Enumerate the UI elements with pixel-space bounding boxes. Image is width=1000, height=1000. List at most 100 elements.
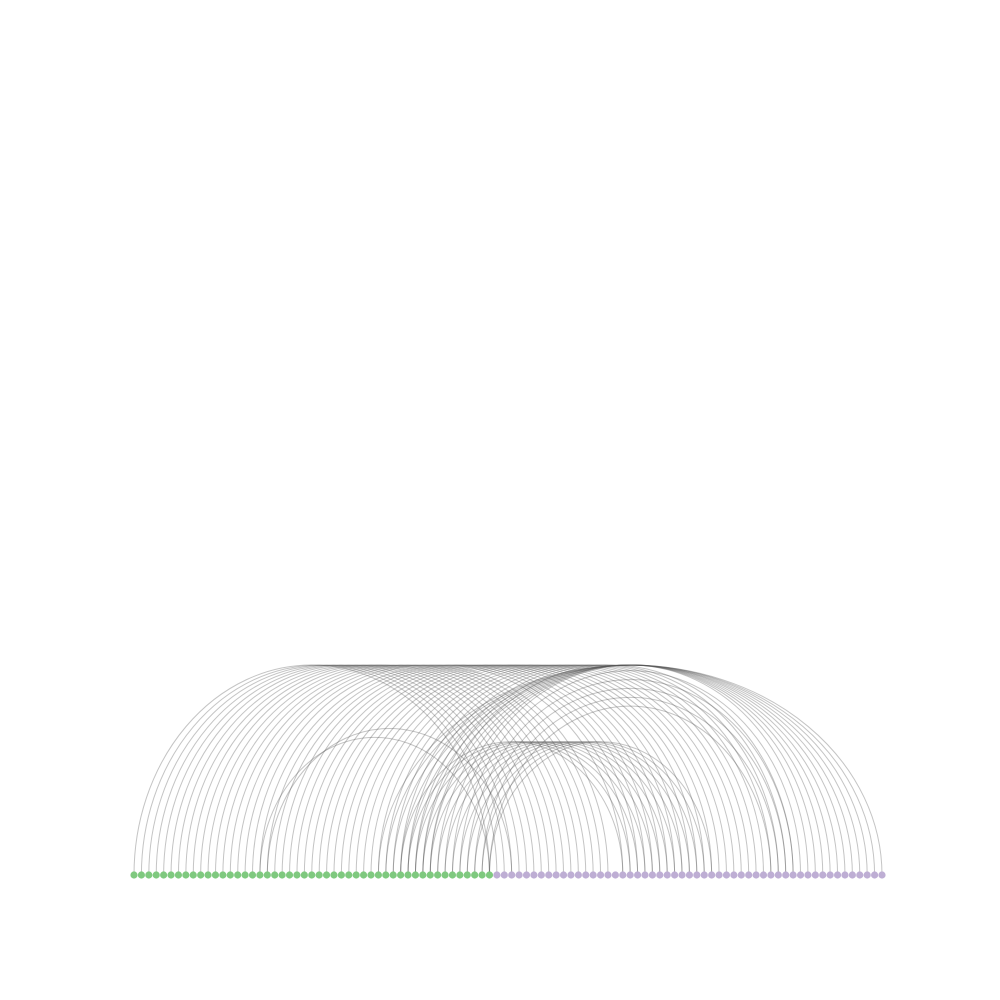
edge-arc-47-77 [481, 741, 705, 876]
node-88 [782, 871, 790, 879]
edge-arc-33-101 [377, 664, 883, 876]
node-11 [211, 871, 220, 879]
edge-arc-18-51 [266, 727, 513, 876]
node-95 [833, 871, 842, 879]
node-1 [137, 871, 146, 879]
node-42 [441, 871, 449, 879]
node-61 [582, 871, 590, 879]
arcs-layer [133, 664, 883, 876]
node-37 [404, 871, 412, 879]
edge-arc-37-67 [407, 741, 631, 876]
node-6 [174, 871, 183, 879]
node-29 [345, 871, 353, 879]
edge-arc-2-50 [148, 665, 505, 876]
node-67 [626, 871, 634, 879]
node-43 [448, 871, 457, 879]
node-85 [759, 871, 768, 879]
node-69 [641, 871, 649, 879]
node-4 [160, 871, 168, 879]
node-54 [530, 871, 538, 879]
node-44 [456, 871, 464, 879]
node-30 [352, 871, 360, 879]
edge-arc-48-78 [488, 741, 713, 876]
node-81 [730, 871, 738, 879]
edge-arc-40-94 [429, 664, 831, 876]
edge-arc-32-81 [370, 665, 735, 876]
node-51 [508, 871, 516, 879]
node-86 [767, 871, 775, 879]
node-93 [819, 871, 827, 879]
node-39 [419, 871, 427, 879]
node-0 [130, 871, 138, 879]
node-97 [848, 871, 856, 879]
node-46 [471, 871, 479, 879]
node-66 [619, 871, 627, 879]
node-8 [189, 871, 197, 879]
edge-arc-42-72 [444, 741, 668, 876]
node-50 [500, 871, 508, 879]
edge-arc-36-66 [400, 741, 624, 876]
edge-arc-45-89 [466, 679, 794, 876]
node-83 [745, 871, 753, 879]
node-31 [359, 871, 368, 879]
node-41 [434, 871, 442, 879]
node-19 [271, 871, 279, 879]
node-2 [145, 871, 153, 879]
edge-arc-46-88 [474, 687, 787, 876]
node-13 [226, 871, 234, 879]
node-59 [567, 871, 575, 879]
node-9 [197, 871, 205, 879]
node-79 [715, 871, 723, 879]
node-80 [722, 871, 731, 879]
node-33 [374, 871, 382, 879]
edge-arc-27-76 [333, 664, 698, 876]
node-60 [574, 871, 582, 879]
edge-arc-40-70 [429, 741, 653, 876]
node-32 [367, 871, 375, 879]
node-25 [315, 871, 323, 879]
node-53 [522, 871, 531, 879]
node-56 [545, 871, 553, 879]
node-72 [663, 871, 671, 879]
edge-arc-38-68 [414, 741, 639, 876]
edge-arc-48-86 [488, 705, 772, 876]
node-49 [493, 871, 501, 879]
edge-arc-38-96 [414, 664, 846, 876]
edge-arc-31-80 [363, 665, 727, 876]
edge-arc-10-58 [207, 664, 565, 876]
node-78 [708, 871, 716, 879]
node-14 [234, 871, 242, 879]
node-91 [804, 871, 812, 879]
edge-arc-41-71 [437, 741, 661, 876]
nodes-layer [130, 871, 886, 879]
node-70 [648, 871, 657, 879]
node-71 [656, 871, 664, 879]
node-24 [308, 871, 316, 879]
edge-arc-41-93 [437, 664, 824, 876]
node-68 [634, 871, 642, 879]
node-99 [863, 871, 871, 879]
node-45 [463, 871, 471, 879]
edge-arc-26-75 [326, 664, 690, 876]
node-75 [685, 871, 694, 879]
node-82 [737, 871, 745, 879]
edge-arc-17-48 [259, 736, 490, 876]
edge-arc-44-90 [459, 670, 802, 876]
edge-arc-43-91 [451, 664, 809, 876]
edge-arc-43-73 [451, 741, 676, 876]
node-58 [559, 871, 568, 879]
node-35 [389, 871, 397, 879]
node-17 [256, 871, 264, 879]
node-34 [382, 871, 390, 879]
edge-arc-36-98 [400, 664, 861, 876]
node-3 [152, 871, 160, 879]
edge-arc-9-57 [200, 664, 557, 876]
node-5 [167, 871, 175, 879]
node-7 [182, 871, 190, 879]
edge-arc-34-100 [385, 664, 876, 876]
edge-arc-42-92 [444, 664, 816, 876]
node-73 [671, 871, 679, 879]
node-63 [596, 871, 605, 879]
node-18 [263, 871, 271, 879]
